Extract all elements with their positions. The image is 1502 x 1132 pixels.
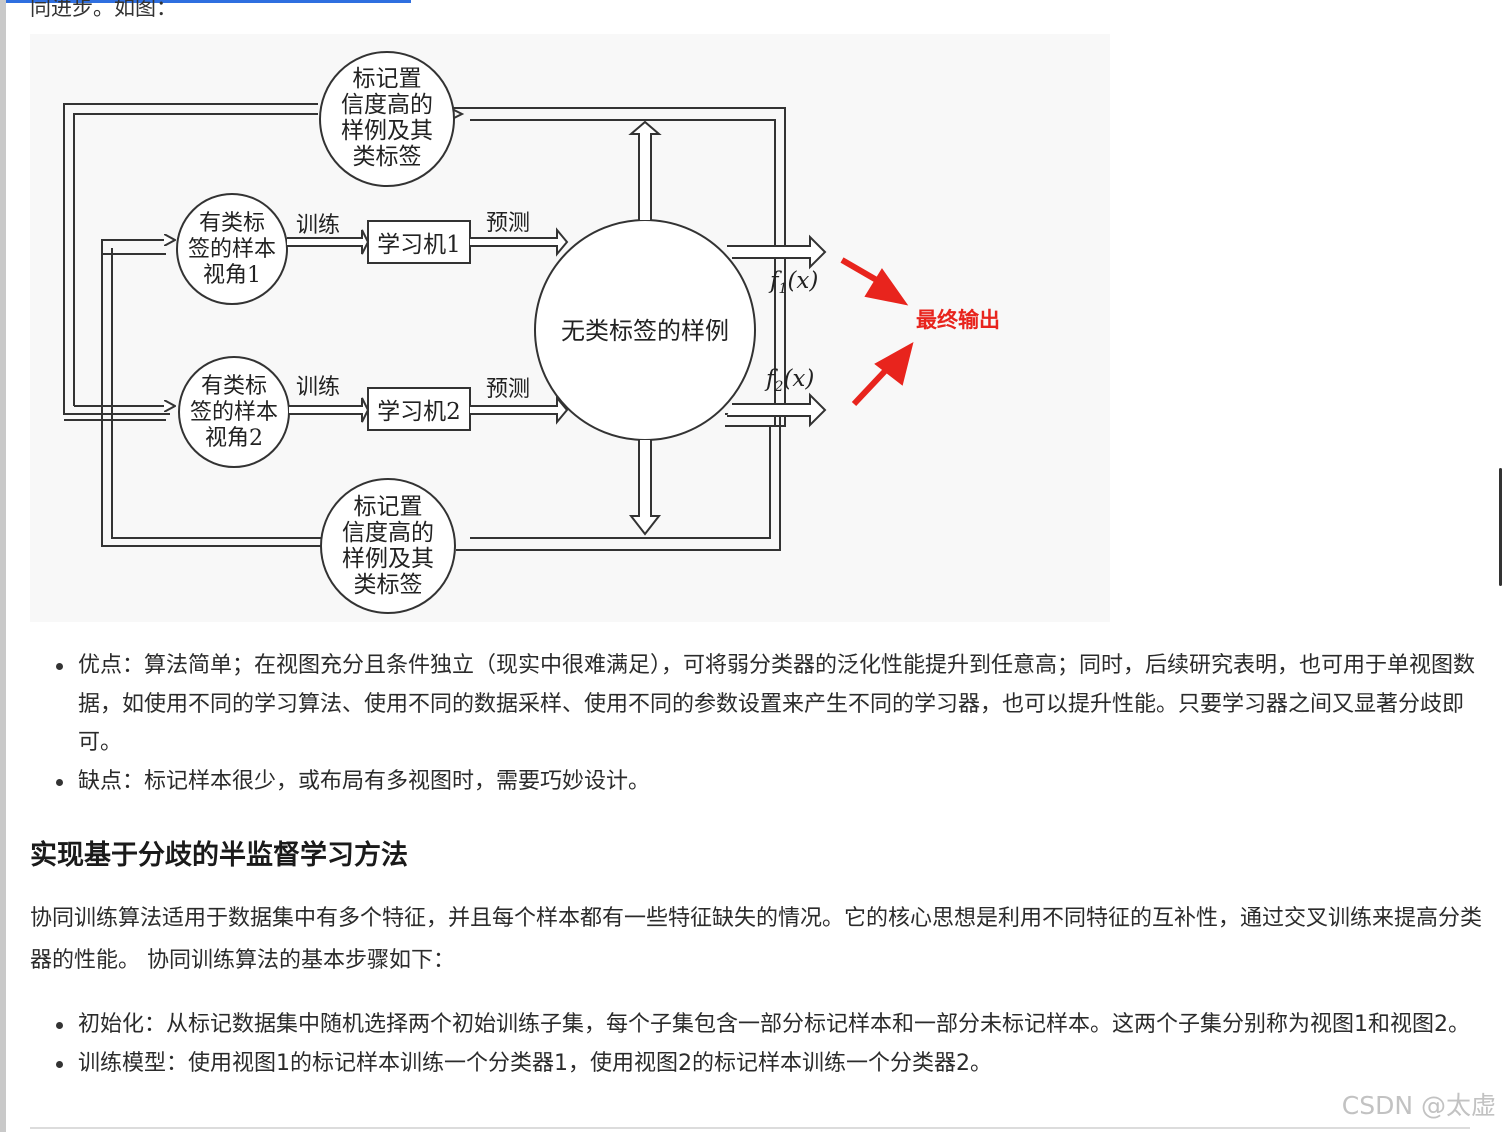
up-arrow — [628, 120, 662, 220]
list-item-step-train: 训练模型：使用视图1的标记样本训练一个分类器1，使用视图2的标记样本训练一个分类… — [30, 1045, 1496, 1084]
view2-line-1: 有类标 — [201, 374, 267, 399]
view1-line-3: 视角1 — [203, 263, 261, 288]
pros-cons-list: 优点：算法简单；在视图充分且条件独立（现实中很难满足），可将弱分类器的泛化性能提… — [30, 647, 1496, 801]
view1-node: 有类标 签的样本 视角1 — [176, 193, 288, 305]
top-node-line-3: 样例及其 — [341, 118, 433, 144]
bottom-node-line-3: 样例及其 — [342, 546, 434, 572]
csdn-watermark: CSDN @太虚 — [1341, 1091, 1496, 1120]
f1-argument: (x) — [787, 268, 818, 294]
f2-argument: (x) — [783, 366, 814, 392]
svg-text:f2(x): f2(x) — [764, 366, 814, 395]
f1-symbol: f — [768, 268, 782, 294]
intro-text: 同进步。如图： — [30, 0, 177, 20]
learner2-label: 学习机2 — [377, 399, 461, 425]
top-labeled-node: 标记置 信度高的 样例及其 类标签 — [319, 51, 455, 187]
center-label: 无类标签的样例 — [561, 317, 729, 345]
reading-progress-bar — [6, 0, 411, 3]
down-arrow — [628, 440, 662, 536]
bottom-node-line-2: 信度高的 — [342, 520, 434, 546]
predict-arrow-1: 预测 — [470, 211, 569, 257]
predict-label-1: 预测 — [486, 211, 530, 236]
svg-text:f1(x): f1(x) — [768, 268, 818, 297]
section-heading: 实现基于分歧的半监督学习方法 — [30, 840, 408, 871]
steps-list: 初始化：从标记数据集中随机选择两个初始训练子集，每个子集包含一部分标记样本和一部… — [30, 1006, 1496, 1083]
train-label-1: 训练 — [296, 213, 340, 238]
list-item-cons: 缺点：标记样本很少，或布局有多视图时，需要巧妙设计。 — [30, 763, 1496, 802]
bottom-labeled-node: 标记置 信度高的 样例及其 类标签 — [320, 478, 456, 614]
output-arrow-1: f1(x) — [727, 234, 827, 297]
view1-line-2: 签的样本 — [188, 237, 276, 262]
train-arrow-2: 训练 — [289, 375, 370, 423]
learner1-box: 学习机1 — [367, 220, 471, 264]
f2-subscript: 2 — [774, 379, 784, 395]
view1-line-1: 有类标 — [199, 211, 265, 236]
output-arrow-2: f2(x) — [727, 366, 827, 428]
scrollbar-handle[interactable] — [1499, 468, 1502, 586]
list-item-step-init: 初始化：从标记数据集中随机选择两个初始训练子集，每个子集包含一部分标记样本和一部… — [30, 1006, 1496, 1045]
predict-label-2: 预测 — [486, 377, 530, 402]
learner1-label: 学习机1 — [377, 232, 461, 258]
final-output-label: 最终输出 — [916, 308, 1000, 332]
bottom-node-line-1: 标记置 — [354, 494, 423, 520]
view2-node: 有类标 签的样本 视角2 — [178, 356, 290, 468]
left-scroll-rail — [0, 0, 6, 1132]
list-item-pros: 优点：算法简单；在视图充分且条件独立（现实中很难满足），可将弱分类器的泛化性能提… — [30, 647, 1496, 763]
predict-arrow-2: 预测 — [470, 377, 569, 425]
red-arrow-bottom — [851, 342, 914, 407]
bottom-node-line-4: 类标签 — [354, 572, 423, 598]
red-arrow-top — [840, 257, 909, 306]
view2-line-2: 签的样本 — [190, 400, 278, 425]
f1-subscript: 1 — [779, 281, 788, 297]
train-arrow-1: 训练 — [287, 213, 370, 255]
bottom-divider — [30, 1127, 1470, 1129]
section-paragraph: 协同训练算法适用于数据集中有多个特征，并且每个样本都有一些特征缺失的情况。它的核… — [30, 906, 1483, 973]
top-node-line-4: 类标签 — [353, 144, 422, 170]
train-label-2: 训练 — [296, 375, 340, 400]
learner2-box: 学习机2 — [367, 387, 471, 431]
co-training-diagram: 标记置 信度高的 样例及其 类标签 标记置 信度高的 样例及其 类标签 有类标 … — [30, 34, 1110, 622]
f2-symbol: f — [764, 366, 778, 392]
top-node-line-2: 信度高的 — [341, 92, 433, 118]
top-node-line-1: 标记置 — [353, 66, 422, 92]
unlabeled-samples-node: 无类标签的样例 — [534, 219, 756, 441]
view2-line-3: 视角2 — [205, 426, 263, 451]
